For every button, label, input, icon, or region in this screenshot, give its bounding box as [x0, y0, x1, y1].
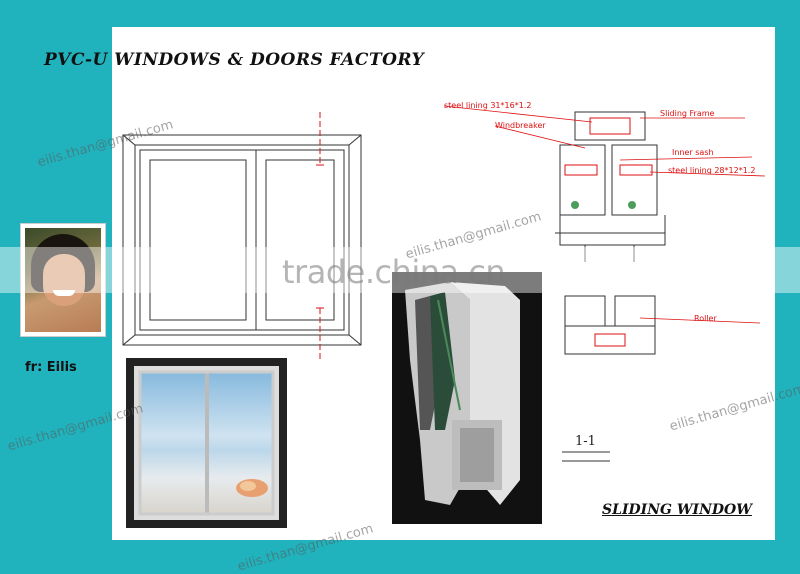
label-steel-lining-1: steel lining 31*16*1.2 — [444, 101, 532, 110]
label-inner-sash: Inner sash — [672, 148, 714, 157]
label-roller: Roller — [694, 314, 717, 323]
section-mark: 1-1 — [575, 434, 596, 449]
page-title: PVC-U WINDOWS & DOORS FACTORY — [44, 50, 425, 70]
contact-from-label: fr: Eilis — [25, 360, 77, 375]
site-watermark: trade.china.cn — [282, 253, 506, 291]
drawing-caption: SLIDING WINDOW — [602, 502, 752, 518]
watermark-band — [0, 247, 800, 293]
label-windbreaker: Windbreaker — [495, 121, 546, 130]
label-sliding-frame: Sliding Frame — [660, 109, 715, 118]
contact-photo — [20, 223, 106, 337]
label-steel-lining-2: steel lining 28*12*1.2 — [668, 166, 756, 175]
